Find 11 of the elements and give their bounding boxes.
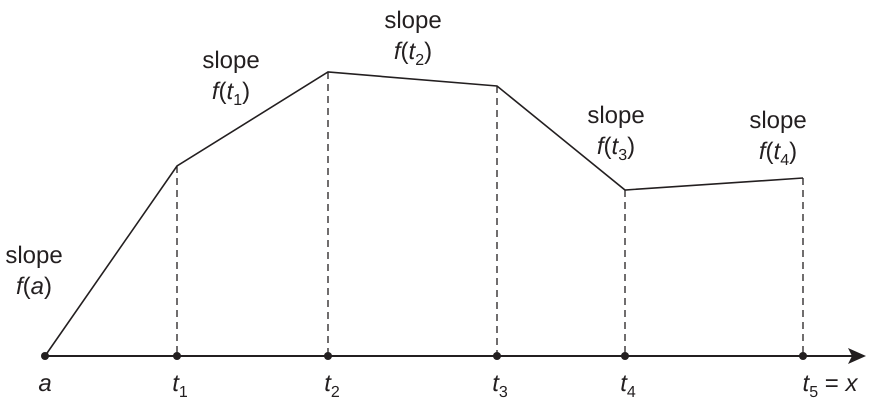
slope-label: slope f(t$_{3}$) [586, 101, 646, 162]
axis-label: t$_{2}$ [324, 369, 340, 399]
axis-label: t$_{3}$ [492, 369, 508, 399]
slope-label: slope f(a) [4, 241, 64, 302]
axis-label: t$_{1}$ [172, 369, 188, 399]
slope-label: slope f(t$_{4}$) [748, 106, 808, 167]
slope-label: slope f(t$_{2}$) [383, 6, 443, 67]
axis-label: t$_{4}$ [620, 369, 636, 399]
axis-label: a [38, 369, 52, 399]
slope-label: slope f(t$_{1}$) [201, 46, 261, 107]
axis-label: t$_{5}$ = x [802, 369, 858, 399]
